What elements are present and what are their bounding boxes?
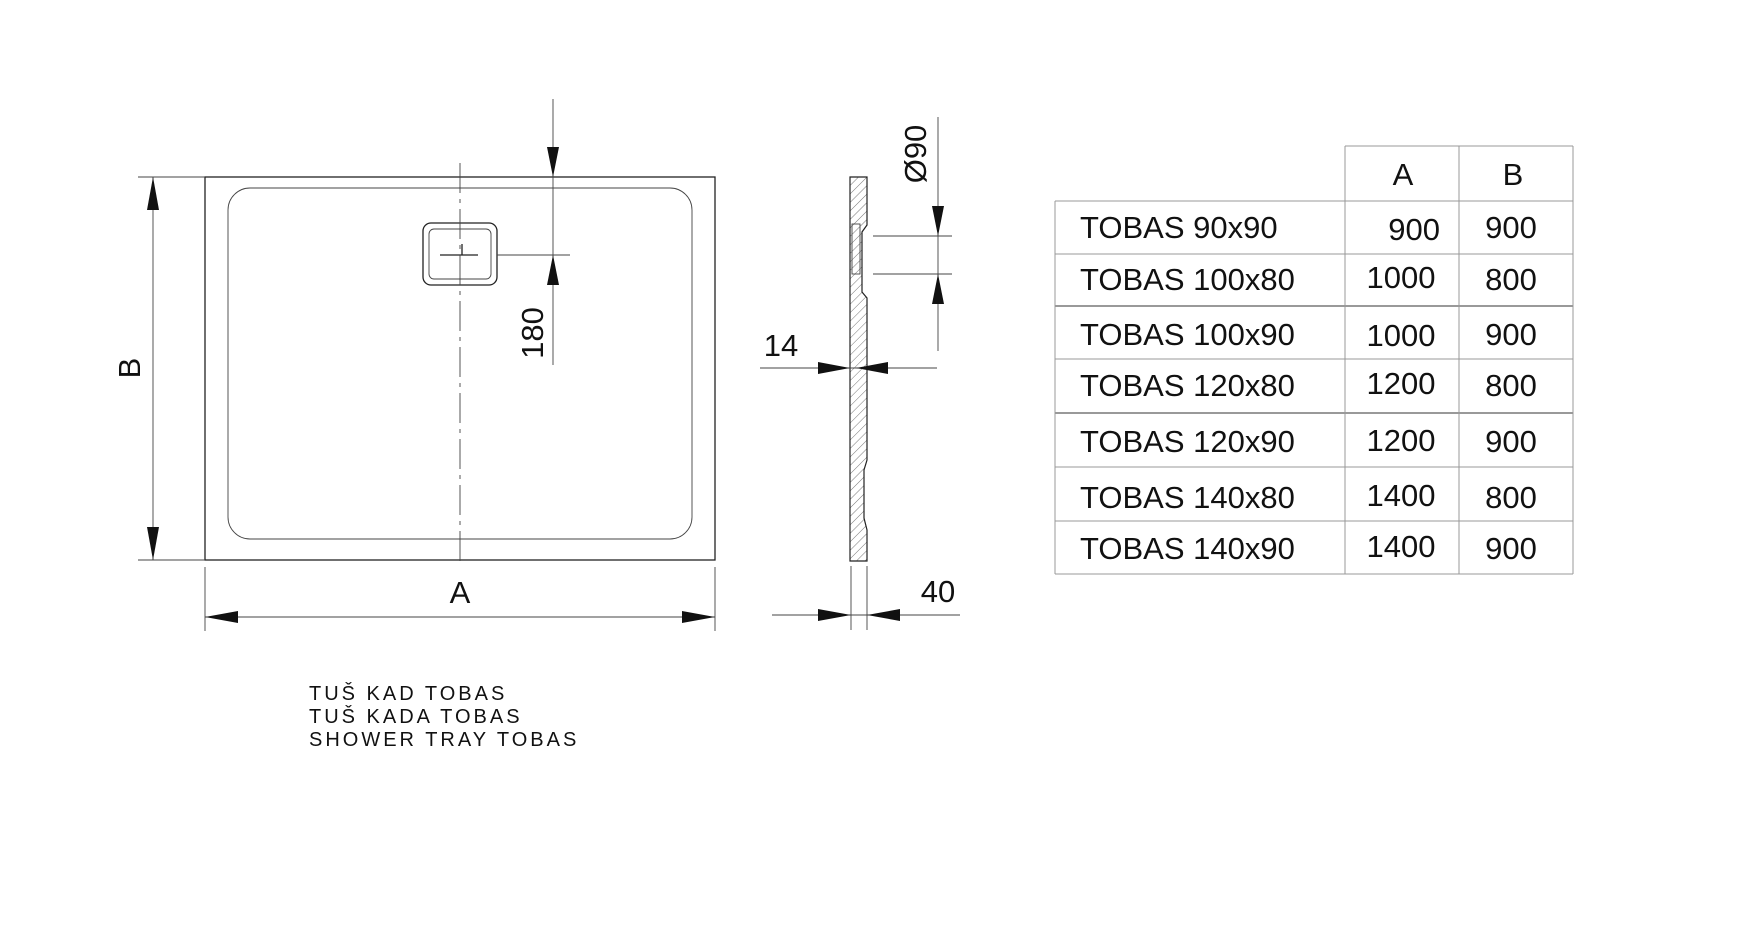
table-row: TOBAS 120x90 1200 900 (1080, 423, 1537, 459)
drain-offset-label: 180 (515, 307, 550, 359)
model-cell: TOBAS 140x90 (1080, 531, 1295, 566)
b-cell: 900 (1485, 424, 1537, 459)
b-cell: 900 (1485, 531, 1537, 566)
plan-view: 180 B A (112, 99, 716, 631)
model-cell: TOBAS 100x80 (1080, 262, 1295, 297)
header-a: A (1393, 157, 1414, 192)
model-cell: TOBAS 120x80 (1080, 368, 1295, 403)
a-cell: 1400 (1367, 478, 1436, 513)
table-row: TOBAS 140x80 1400 800 (1080, 478, 1537, 515)
model-cell: TOBAS 90x90 (1080, 210, 1278, 245)
model-cell: TOBAS 100x90 (1080, 317, 1295, 352)
edge-thickness-label: 14 (764, 328, 798, 363)
b-cell: 900 (1485, 210, 1537, 245)
a-cell: 1200 (1367, 423, 1436, 458)
tray-section (849, 176, 868, 562)
b-cell: 800 (1485, 368, 1537, 403)
drain-diameter-label: Ø90 (898, 125, 933, 184)
caption-line: TUŠ KADA TOBAS (309, 705, 523, 728)
section-view: Ø90 14 40 (760, 117, 960, 630)
caption-line: TUŠ KAD TOBAS (309, 682, 507, 705)
depth-label: B (112, 358, 147, 379)
a-cell: 900 (1388, 212, 1440, 247)
model-cell: TOBAS 140x80 (1080, 480, 1295, 515)
caption-line: SHOWER TRAY TOBAS (309, 729, 579, 751)
a-cell: 1400 (1367, 529, 1436, 564)
header-b: B (1503, 157, 1524, 192)
b-cell: 800 (1485, 262, 1537, 297)
table-row: TOBAS 90x90 900 900 (1080, 210, 1537, 247)
b-cell: 800 (1485, 480, 1537, 515)
model-cell: TOBAS 120x90 (1080, 424, 1295, 459)
a-cell: 1200 (1367, 366, 1436, 401)
table-row: TOBAS 120x80 1200 800 (1080, 366, 1537, 403)
b-cell: 900 (1485, 317, 1537, 352)
table-row: TOBAS 100x80 1000 800 (1080, 260, 1537, 297)
a-cell: 1000 (1367, 260, 1436, 295)
table-row: TOBAS 100x90 1000 900 (1080, 317, 1537, 353)
width-label: A (450, 575, 471, 610)
dimensions-table: A B TOBAS 90x90 900 900 TOBAS 100x80 100… (1054, 145, 1574, 575)
table-row: TOBAS 140x90 1400 900 (1080, 529, 1537, 566)
caption: TUŠ KAD TOBAS TUŠ KADA TOBAS SHOWER TRAY… (309, 682, 579, 751)
a-cell: 1000 (1367, 318, 1436, 353)
height-label: 40 (921, 574, 955, 609)
